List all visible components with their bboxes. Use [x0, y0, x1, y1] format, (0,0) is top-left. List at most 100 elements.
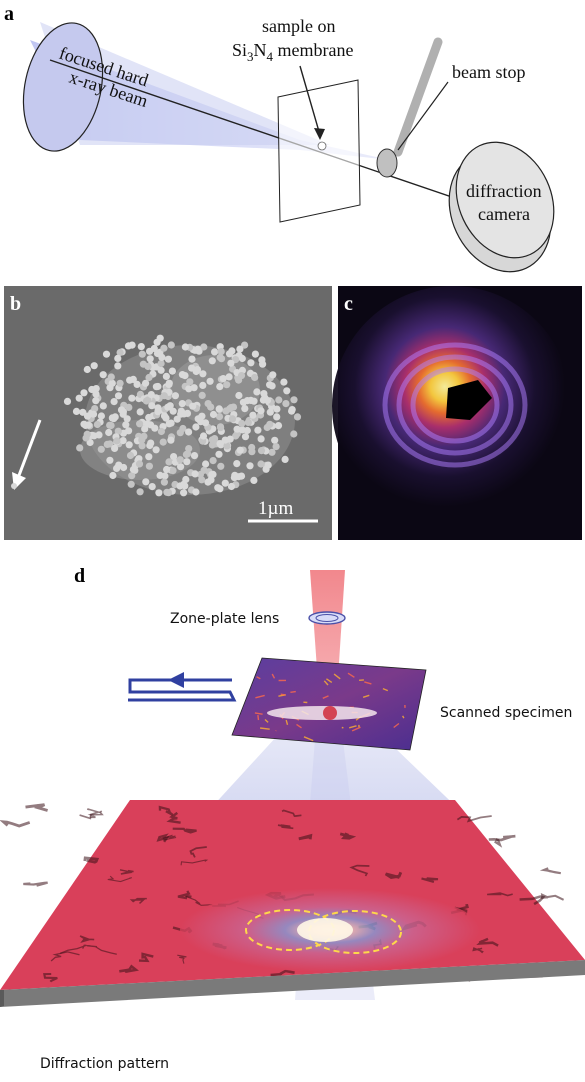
nanoparticle	[215, 450, 223, 458]
panel-b: b 1µm	[4, 286, 332, 540]
nanoparticle	[209, 457, 217, 465]
nanoparticle	[93, 420, 101, 429]
nanoparticle	[146, 421, 155, 429]
nanoparticle	[157, 366, 165, 374]
nanoparticle	[236, 345, 244, 353]
specimen-feature	[322, 695, 329, 699]
nanoparticle	[228, 347, 236, 355]
nanoparticle	[123, 415, 131, 423]
nanoparticle	[233, 425, 241, 433]
nanoparticle	[90, 432, 98, 440]
nanoparticle	[165, 420, 173, 428]
nanoparticle	[290, 430, 298, 438]
speckle-streak	[43, 972, 58, 983]
speckle-streak	[162, 834, 177, 841]
nanoparticle	[262, 465, 270, 473]
specimen-feature	[382, 687, 389, 692]
nanoparticle	[251, 350, 259, 358]
nanoparticle	[108, 379, 116, 387]
nanoparticle	[167, 436, 175, 444]
beam-stop-rod	[393, 37, 443, 157]
nanoparticle	[215, 405, 223, 413]
nanoparticle	[92, 397, 100, 405]
sample-dot	[317, 141, 327, 151]
nanoparticle	[178, 371, 186, 379]
specimen-feature	[393, 722, 400, 729]
nanoparticle	[290, 396, 298, 404]
nanoparticle	[228, 415, 237, 423]
nanoparticle	[128, 472, 136, 480]
nanoparticle	[102, 350, 111, 358]
nanoparticle	[199, 432, 208, 440]
panel-b-letter: b	[10, 293, 21, 315]
speckle-streak	[384, 871, 403, 880]
nanoparticle	[188, 355, 196, 363]
nanoparticle	[157, 427, 165, 436]
nanoparticle	[250, 476, 258, 484]
nanoparticle	[241, 433, 250, 441]
nanoparticle	[126, 376, 134, 384]
nanoparticle	[136, 488, 144, 496]
nanoparticle	[139, 360, 147, 368]
scale-bar-label: 1µm	[258, 498, 293, 519]
nanoparticle	[186, 378, 194, 386]
nanoparticle	[269, 371, 277, 379]
nanoparticle	[142, 379, 150, 387]
speckle-streak	[421, 877, 439, 884]
speckle-streak	[472, 947, 484, 954]
nanoparticle	[194, 345, 202, 353]
nanoparticle	[233, 460, 241, 468]
nanoparticle	[83, 430, 91, 438]
speckle-streak	[59, 944, 87, 954]
speckle-streak	[138, 952, 154, 963]
nanoparticle	[169, 407, 177, 415]
nanoparticle	[157, 359, 165, 368]
nanoparticle	[170, 453, 178, 461]
nanoparticle	[223, 442, 231, 450]
nanoparticle	[92, 390, 100, 398]
speckle-streak	[519, 895, 546, 906]
nanoparticle	[227, 482, 236, 491]
nanoparticle	[182, 475, 190, 484]
speckle-streak	[339, 832, 357, 840]
nanoparticle	[164, 355, 172, 363]
nanoparticle	[72, 407, 81, 415]
speckle-streak	[185, 895, 213, 906]
nanoparticle	[257, 407, 265, 415]
nanoparticle	[111, 444, 119, 452]
nanoparticle	[199, 381, 207, 389]
nanoparticle	[168, 367, 176, 375]
nanoparticle	[198, 476, 206, 484]
nanoparticle	[128, 394, 136, 402]
specimen-feature	[333, 673, 341, 680]
nanoparticle	[129, 465, 137, 474]
nanoparticle	[167, 341, 175, 349]
speckle-streak	[129, 897, 147, 904]
nanoparticle	[135, 460, 144, 468]
speckle-streak	[166, 811, 181, 824]
specimen-feature	[285, 719, 289, 725]
nanoparticle	[219, 375, 227, 383]
speckle-streak	[107, 875, 132, 883]
nanoparticle	[147, 391, 155, 399]
nanoparticle	[274, 422, 283, 430]
nanoparticle	[127, 480, 135, 488]
speckle-streak	[156, 833, 170, 843]
panel-d-letter: d	[74, 565, 85, 587]
specimen-feature	[303, 736, 314, 742]
nanoparticle	[137, 343, 145, 351]
panel-c: c	[332, 286, 582, 540]
nanoparticle	[133, 380, 141, 388]
zone-plate-ring	[315, 614, 339, 622]
nanoparticle	[63, 397, 72, 405]
speckle-streak	[25, 803, 49, 812]
nanoparticle	[173, 415, 181, 423]
specimen-feature	[323, 680, 329, 686]
isolated-particle-arrow	[16, 419, 42, 479]
zone-plate-lens	[308, 611, 346, 625]
isolated-particle	[11, 483, 17, 489]
sample-pointer-line	[299, 65, 321, 136]
speckle-streak	[456, 815, 492, 823]
nanoparticle	[272, 443, 280, 451]
